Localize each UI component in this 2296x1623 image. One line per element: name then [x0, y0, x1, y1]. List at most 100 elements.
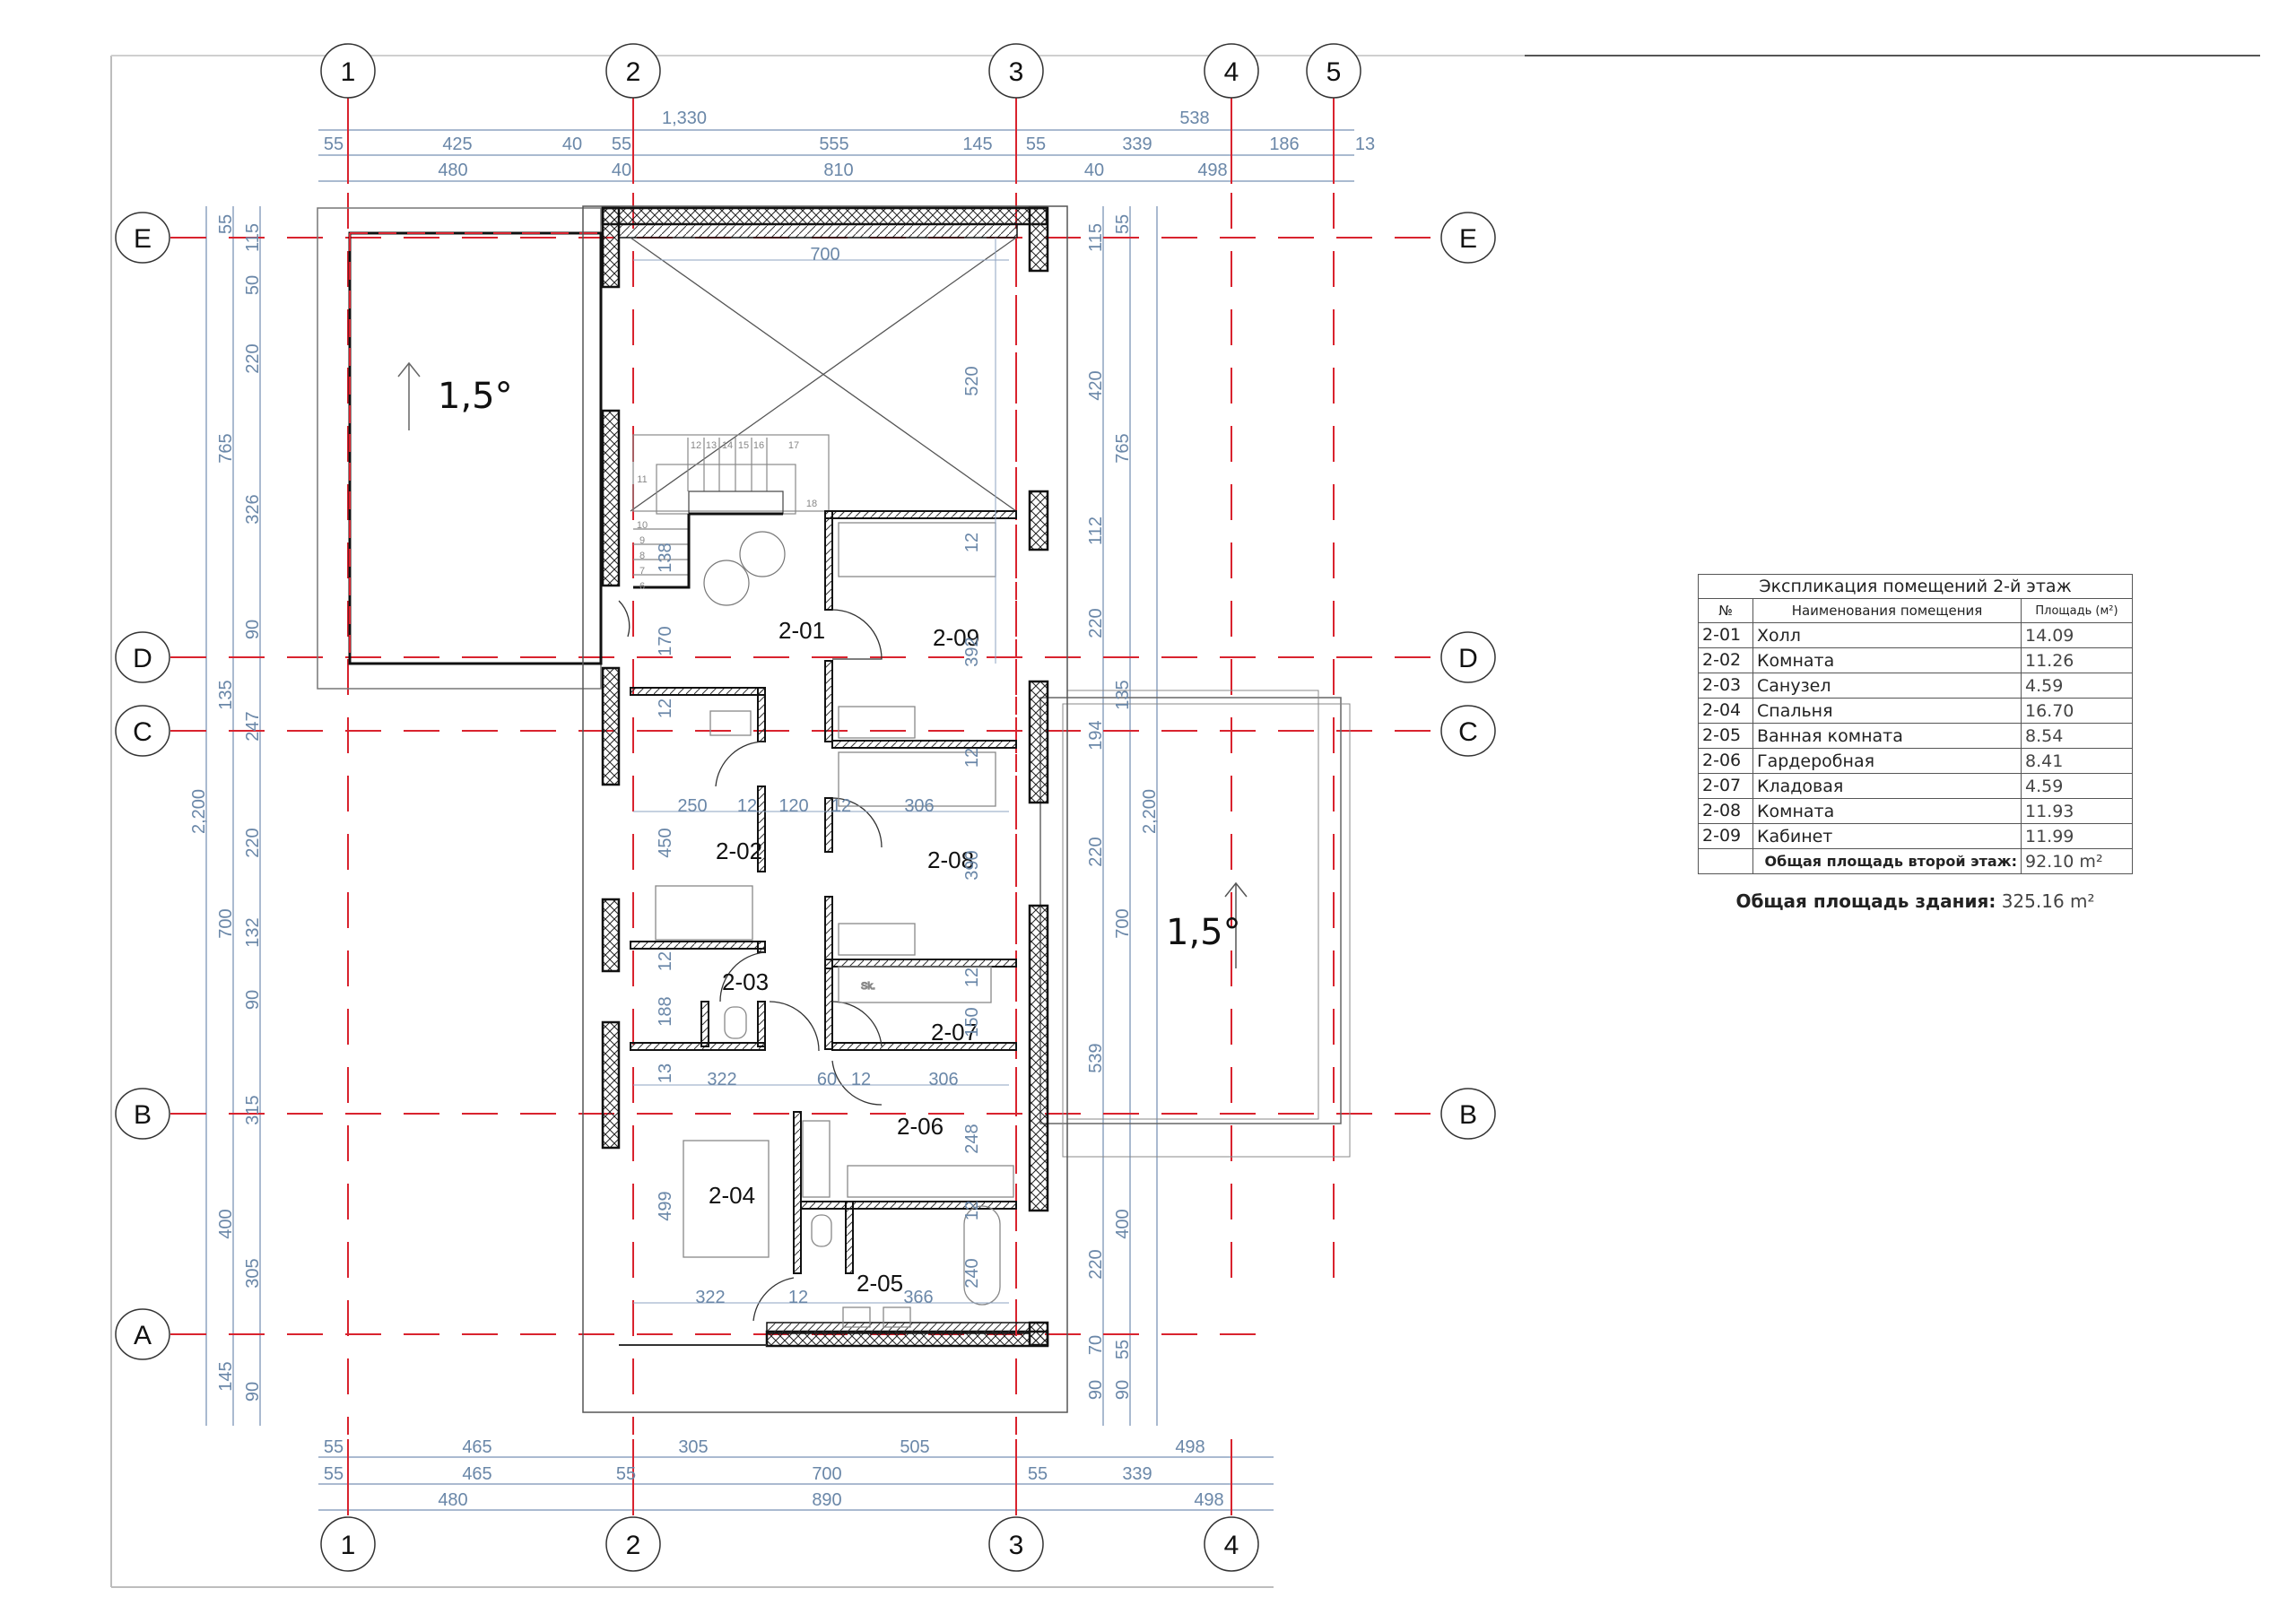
slope-label-right: 1,5°: [1166, 912, 1241, 953]
axis-label-A: A: [134, 1321, 152, 1350]
svg-text:248: 248: [962, 1124, 982, 1153]
sink-icon: [842, 1306, 871, 1328]
void-open-to-below: [630, 237, 1017, 512]
svg-text:12: 12: [737, 796, 757, 816]
svg-text:12: 12: [962, 1201, 982, 1220]
bed-2-08: [838, 751, 996, 807]
axis-label-2: 2: [626, 57, 641, 87]
svg-text:220: 220: [1086, 608, 1106, 638]
svg-text:17: 17: [788, 440, 799, 451]
svg-text:90: 90: [243, 620, 263, 639]
svg-text:498: 498: [1175, 1437, 1205, 1457]
axis-label-4: 4: [1224, 57, 1239, 87]
svg-text:9: 9: [639, 535, 645, 546]
svg-text:186: 186: [1269, 135, 1299, 154]
svg-text:499: 499: [656, 1191, 675, 1220]
dimensions-interior: 700 520 138 170 392 12 12 250 12 120 12 …: [633, 238, 1009, 1307]
svg-text:810: 810: [823, 161, 853, 180]
svg-text:70: 70: [1086, 1335, 1106, 1355]
svg-text:145: 145: [216, 1361, 236, 1391]
toilet-icon: [811, 1214, 832, 1247]
axis-label-C-right: C: [1458, 717, 1478, 747]
svg-text:13: 13: [656, 1063, 675, 1083]
room-label-2-06: 2-06: [897, 1113, 944, 1140]
svg-text:2,200: 2,200: [1140, 789, 1160, 834]
svg-text:465: 465: [462, 1437, 491, 1457]
schedule-title: Экспликация помещений 2-й этаж: [1698, 574, 2133, 599]
svg-text:90: 90: [243, 1382, 263, 1402]
toilet-icon: [724, 1006, 747, 1039]
total-floor-label: Общая площадь второй этаж:: [1752, 848, 2022, 874]
svg-text:765: 765: [1113, 433, 1133, 463]
room-label-2-07: 2-07: [931, 1019, 978, 1046]
svg-text:90: 90: [243, 990, 263, 1010]
wardrobe-2-06: [847, 1165, 1014, 1198]
wardrobe-2-02: [709, 710, 752, 736]
svg-text:305: 305: [243, 1258, 263, 1288]
svg-text:18: 18: [806, 499, 817, 509]
building-outline: [582, 205, 1068, 1413]
storage-mark: Sk.: [861, 981, 875, 992]
svg-text:115: 115: [243, 223, 263, 252]
axis-label-B-right: B: [1459, 1100, 1477, 1130]
room-label-2-09: 2-09: [933, 624, 979, 651]
svg-text:555: 555: [819, 135, 848, 154]
axis-grid: [170, 85, 1444, 1515]
room-label-2-01: 2-01: [778, 617, 825, 644]
svg-text:55: 55: [616, 1464, 636, 1484]
svg-text:220: 220: [1086, 837, 1106, 866]
bed-2-04: [683, 1140, 770, 1258]
svg-text:8: 8: [639, 551, 645, 561]
sink-icon: [883, 1306, 911, 1328]
svg-text:40: 40: [612, 161, 631, 180]
svg-text:450: 450: [656, 828, 675, 857]
svg-text:120: 120: [778, 796, 808, 816]
svg-text:115: 115: [1086, 223, 1106, 252]
axis-label-D: D: [133, 644, 152, 673]
svg-text:10: 10: [637, 520, 648, 531]
svg-text:40: 40: [1084, 161, 1104, 180]
axis-label-1: 1: [341, 57, 356, 87]
dimensions-left: 2,200 55 765 135 700 400 145 115 50 220 …: [189, 214, 263, 1402]
svg-text:392: 392: [962, 637, 982, 666]
total-building-value: 325.16 m²: [2001, 890, 2095, 912]
svg-text:890: 890: [812, 1490, 841, 1510]
svg-text:14: 14: [722, 440, 733, 451]
svg-text:6: 6: [639, 581, 645, 592]
left-terrace: [317, 207, 603, 690]
svg-text:700: 700: [810, 245, 839, 265]
svg-text:90: 90: [1113, 1380, 1133, 1400]
svg-text:55: 55: [612, 135, 631, 154]
svg-text:700: 700: [216, 908, 236, 938]
axis-labels: 1 2 3 4 5 1 2 3 4 E D C B A E D C B: [133, 57, 1478, 1560]
axis-label-3: 3: [1009, 57, 1024, 87]
total-floor-row: Общая площадь второй этаж: 92.10 m²: [1698, 848, 2133, 874]
svg-text:7: 7: [639, 566, 645, 577]
room-label-2-05: 2-05: [857, 1270, 903, 1297]
room-labels: 2-01 2-02 2-03 2-04 2-05 2-06 2-07 2-08 …: [709, 617, 979, 1297]
svg-text:12: 12: [656, 699, 675, 718]
svg-text:16: 16: [753, 440, 764, 451]
svg-text:305: 305: [678, 1437, 708, 1457]
svg-text:366: 366: [903, 1288, 933, 1307]
svg-text:12: 12: [962, 533, 982, 552]
furniture: Sk.: [655, 522, 1014, 1328]
svg-text:55: 55: [324, 1437, 344, 1457]
svg-text:55: 55: [1113, 1340, 1133, 1359]
axis-label-E: E: [134, 224, 152, 254]
svg-text:322: 322: [695, 1288, 725, 1307]
total-floor-value: 92.10 m²: [2021, 848, 2133, 874]
svg-text:1,330: 1,330: [662, 108, 707, 128]
svg-text:12: 12: [691, 440, 701, 451]
header-num: №: [1698, 598, 1753, 623]
svg-text:60: 60: [817, 1070, 837, 1089]
svg-text:15: 15: [738, 440, 749, 451]
